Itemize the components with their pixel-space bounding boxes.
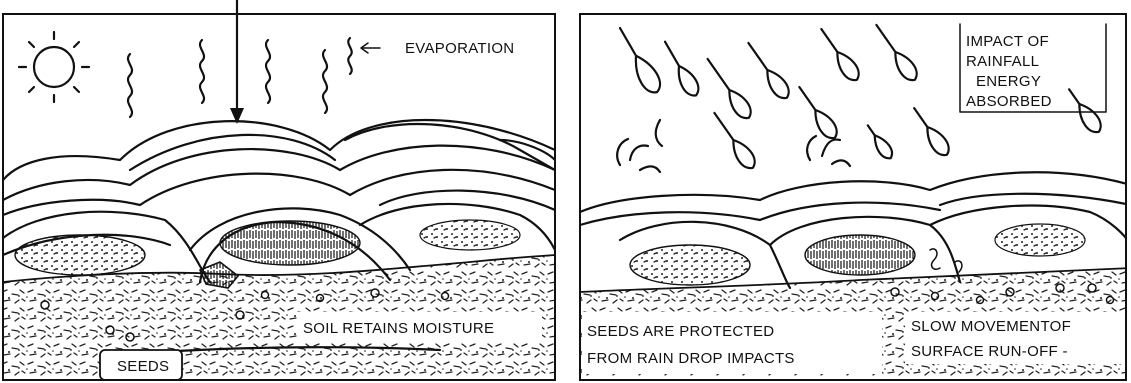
evaporation-arrow-icon [361, 43, 380, 53]
impact-label-line-4: ABSORBED [966, 93, 1052, 110]
runoff-label-line-1: SLOW MOVEMENTOF [911, 318, 1071, 335]
impact-label-line-3: ENERGY [976, 73, 1041, 90]
seeds-label: SEEDS [117, 358, 169, 375]
left-panel: EVAPORATION SOIL RETAINS MOISTURE SEEDS [3, 0, 555, 383]
impact-label-line-2: RAINFALL [966, 53, 1039, 70]
runoff-callout: SLOW MOVEMENTOF SURFACE RUN-OFF - [905, 312, 1127, 364]
impact-label-line-1: IMPACT OF [966, 33, 1049, 50]
seeds-protected-callout: SEEDS ARE PROTECTED FROM RAIN DROP IMPAC… [582, 312, 882, 374]
sun-icon [19, 32, 89, 102]
evaporation-label: EVAPORATION [405, 40, 514, 57]
right-panel: IMPACT OF RAINFALL ENERGY ABSORBED SEEDS… [580, 14, 1131, 383]
runoff-label-line-2: SURFACE RUN-OFF - [911, 343, 1068, 360]
soil-retains-moisture-label: SOIL RETAINS MOISTURE [303, 320, 494, 337]
seeds-protected-label-line-2: FROM RAIN DROP IMPACTS [587, 350, 795, 367]
seeds-callout: SEEDS [100, 350, 182, 380]
rainfall-down-arrow-icon [230, 0, 244, 124]
soil-retains-moisture-callout: SOIL RETAINS MOISTURE [297, 312, 542, 342]
evaporation-wave-icons [128, 38, 352, 117]
impact-callout: IMPACT OF RAINFALL ENERGY ABSORBED [960, 24, 1106, 112]
seeds-protected-label-line-1: SEEDS ARE PROTECTED [587, 323, 774, 340]
